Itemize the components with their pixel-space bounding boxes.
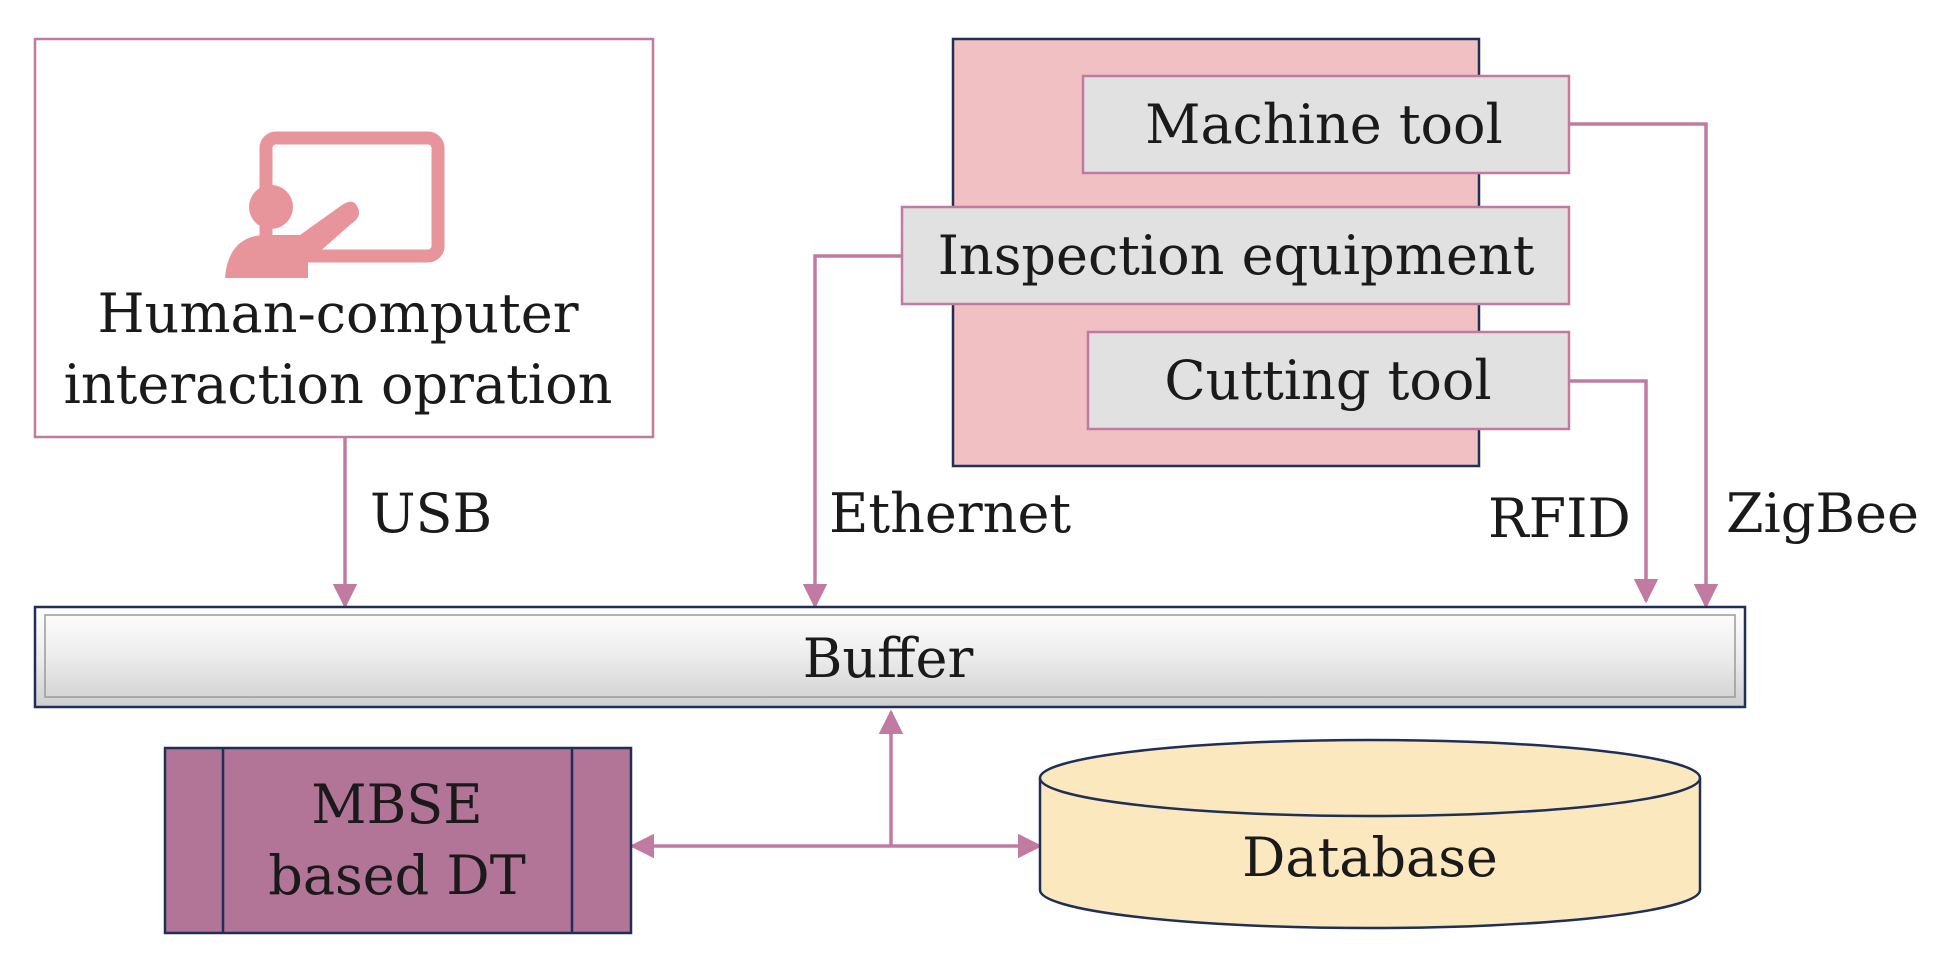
database-top	[1038, 738, 1702, 818]
zigbee-connector	[1569, 122, 1719, 609]
inspection-equipment-node: Inspection equipment	[900, 205, 1571, 306]
buffer-label: Buffer	[803, 627, 974, 690]
machine-tool-box	[1081, 74, 1571, 175]
buffer-bar	[33, 605, 1747, 709]
ethernet-label: Ethernet	[829, 482, 1071, 545]
inspection-equipment-label: Inspection equipment	[938, 224, 1535, 287]
mbse-node: MBSE based DT	[163, 746, 633, 935]
buffer-node: Buffer	[33, 605, 1747, 709]
buffer-bevel	[44, 614, 1736, 698]
machine-tool-label: Machine tool	[1145, 93, 1503, 156]
cutting-tool-box	[1086, 330, 1571, 431]
cutting-tool-label: Cutting tool	[1164, 349, 1491, 412]
mbse-label-line2: based DT	[268, 844, 525, 907]
rfid-label: RFID	[1488, 487, 1631, 550]
zigbee-label: ZigBee	[1726, 482, 1919, 545]
hci-box	[33, 37, 655, 439]
hci-label-line2: interaction opration	[64, 353, 613, 416]
cutting-tool-node: Cutting tool	[1086, 330, 1571, 431]
machine-tool-node: Machine tool	[1081, 74, 1571, 175]
database-node: Database	[1038, 738, 1702, 930]
ethernet-connector	[802, 254, 902, 609]
database-label: Database	[1242, 826, 1498, 889]
mbse-label-line1: MBSE	[311, 773, 482, 836]
database-body	[1038, 778, 1702, 930]
connectors	[332, 122, 1719, 859]
hci-node: Human-computer interaction opration	[33, 37, 655, 439]
hci-label-line1: Human-computer	[97, 282, 578, 345]
presenter-icon	[225, 131, 445, 278]
rfid-connector	[1569, 379, 1659, 604]
mbse-box	[163, 746, 633, 935]
usb-label: USB	[370, 482, 492, 545]
